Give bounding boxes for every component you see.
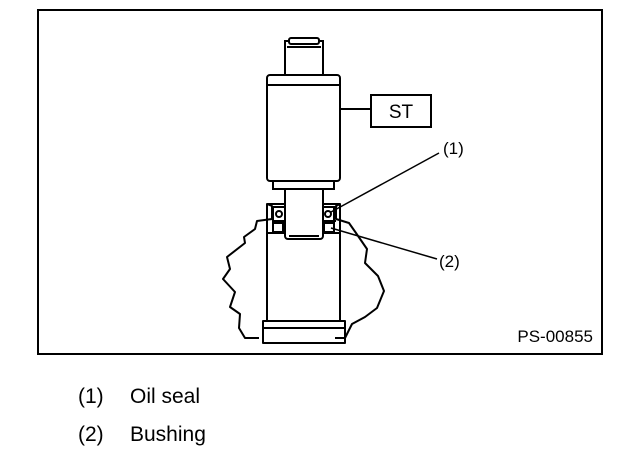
legend-item: (2) Bushing [78,418,206,456]
oil-seal [272,206,335,222]
callout-leader-2 [330,227,438,260]
housing-flange [262,320,346,344]
legend-number: (1) [78,385,104,408]
housing-outline-left [222,203,273,339]
callout-2: (2) [439,252,460,271]
callout-1: (1) [443,139,464,158]
diagram-frame: ST (1) (2) PS-00855 [37,9,603,355]
legend-label: Bushing [130,423,206,446]
legend-item: (1) Oil seal [78,380,206,418]
installation-diagram: ST (1) (2) [222,37,464,344]
legend-number: (2) [78,423,104,446]
shaft [284,186,324,240]
figure-code: PS-00855 [517,327,593,346]
legend-label: Oil seal [130,385,201,408]
st-label-box [370,94,432,128]
st-label: ST [389,102,414,123]
special-tool [266,37,341,190]
legend: (1) Oil seal (2) Bushing [78,380,206,456]
housing-outline-right [335,203,385,339]
callout-leader-1 [330,152,440,213]
